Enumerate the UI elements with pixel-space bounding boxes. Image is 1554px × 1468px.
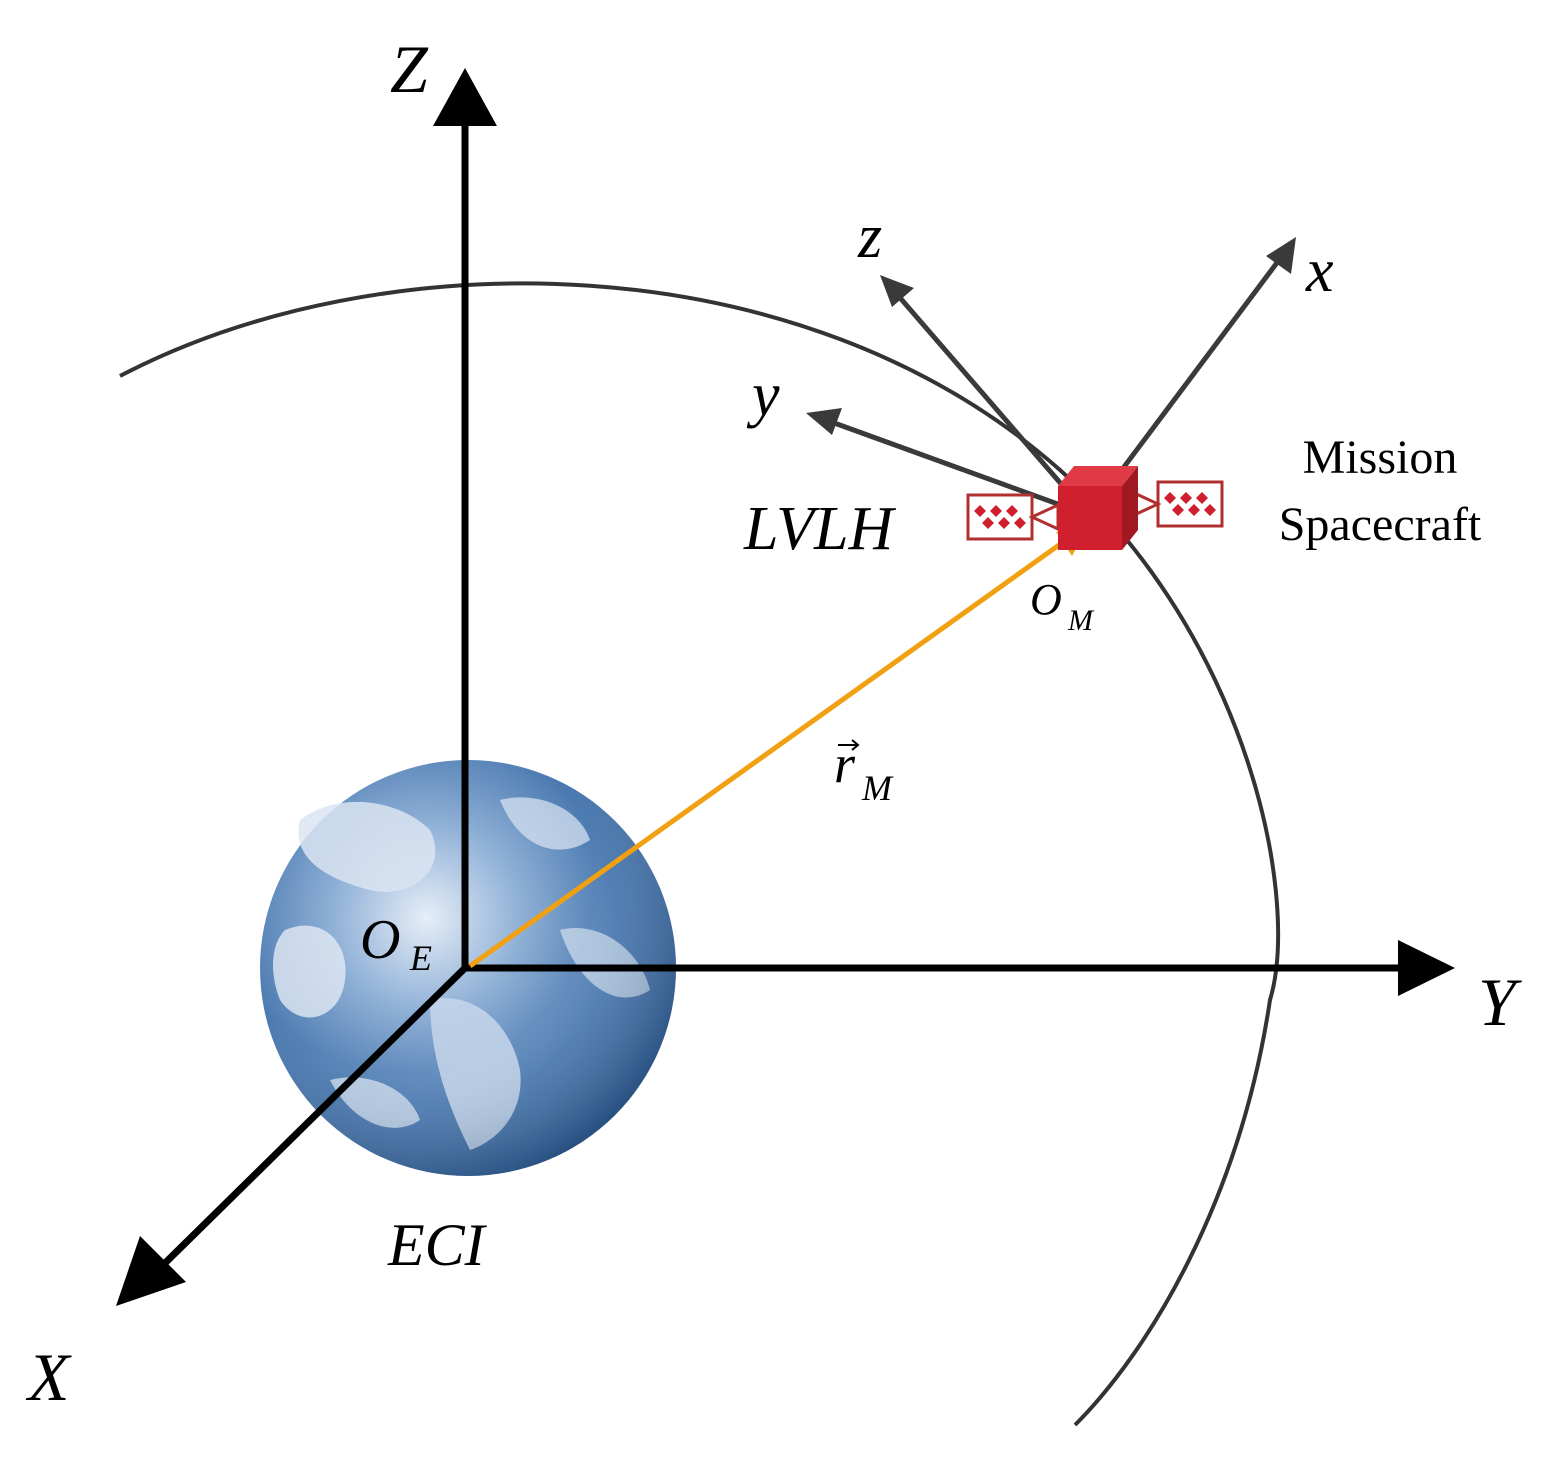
eci-y-axis (465, 940, 1455, 996)
eci-y-label: Y (1478, 964, 1522, 1040)
svg-text:E: E (409, 938, 432, 978)
lvlh-y-axis (806, 408, 1089, 518)
svg-text:O: O (1030, 575, 1062, 624)
lvlh-y-label: y (746, 361, 780, 429)
svg-text:M: M (861, 768, 894, 808)
eci-z-label: Z (390, 31, 429, 107)
eci-x-axis (116, 965, 468, 1306)
lvlh-z-label: z (857, 203, 882, 271)
origin-mission-label: O M (1030, 575, 1095, 637)
origin-earth-label: O E (360, 909, 432, 978)
lvlh-frame-label: LVLH (743, 495, 897, 563)
eci-z-axis (433, 68, 497, 968)
svg-text:M: M (1067, 604, 1095, 637)
svg-text:O: O (360, 909, 400, 971)
satellite-icon (966, 466, 1224, 550)
eci-frame-label: ECI (387, 1212, 488, 1278)
lvlh-x-label: x (1305, 237, 1334, 305)
position-vector-label: r M (834, 734, 894, 808)
orbit-arc (119, 281, 1281, 1427)
spacecraft-label-line2: Spacecraft (1279, 498, 1482, 551)
svg-text:r: r (834, 734, 856, 794)
position-vector-arrow (468, 522, 1090, 969)
spacecraft-label-line1: Mission (1303, 431, 1458, 484)
eci-x-label: X (25, 1339, 72, 1415)
lvlh-z-axis (880, 275, 1090, 517)
